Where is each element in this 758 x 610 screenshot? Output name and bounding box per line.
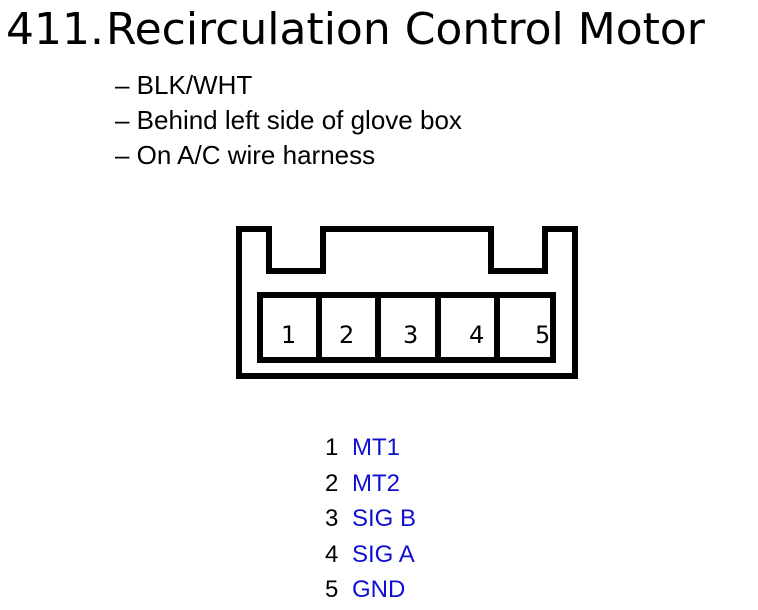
pin-number-5: 5 [535,321,550,349]
pinout-pin-number: 5 [325,576,339,603]
pinout-signal: SIG A [352,540,415,568]
title-text: Recirculation Control Motor [105,4,705,55]
pin-cavity-block [257,292,556,363]
pin-number-4: 4 [469,321,484,349]
note-location: – Behind left side of glove box [115,105,462,135]
pinout-signal: GND [352,576,406,603]
pinout-pin-number: 4 [325,540,339,568]
pinout-signal: SIG B [352,505,417,532]
note-wire-color: – BLK/WHT [115,70,253,100]
pin-number-2: 2 [339,321,354,349]
pin-number-3: 3 [403,321,418,349]
pinout-pin-number: 1 [325,434,339,461]
pinout-row: 2 MT2 [322,466,416,502]
connector-notes: – BLK/WHT – Behind left side of glove bo… [115,68,462,173]
pinout-row: 4 SIG A [322,537,416,573]
pinout-signal: MT2 [352,469,400,497]
pinout-row: 5 GND [322,572,416,608]
pinout-list: 1 MT1 2 MT2 3 SIG B 4 SIG A 5 GND [322,430,416,608]
section-number: 411. [6,4,104,55]
connector-housing [236,226,578,379]
pinout-row: 1 MT1 [322,430,416,466]
pinout-pin-number: 3 [325,505,339,532]
page-title: 411.Recirculation Control Motor [6,2,705,58]
pinout-signal: MT1 [352,434,400,461]
note-harness: – On A/C wire harness [115,140,376,170]
pin-number-1: 1 [281,321,296,349]
pinout-pin-number: 2 [325,469,339,497]
pinout-row: 3 SIG B [322,501,416,537]
